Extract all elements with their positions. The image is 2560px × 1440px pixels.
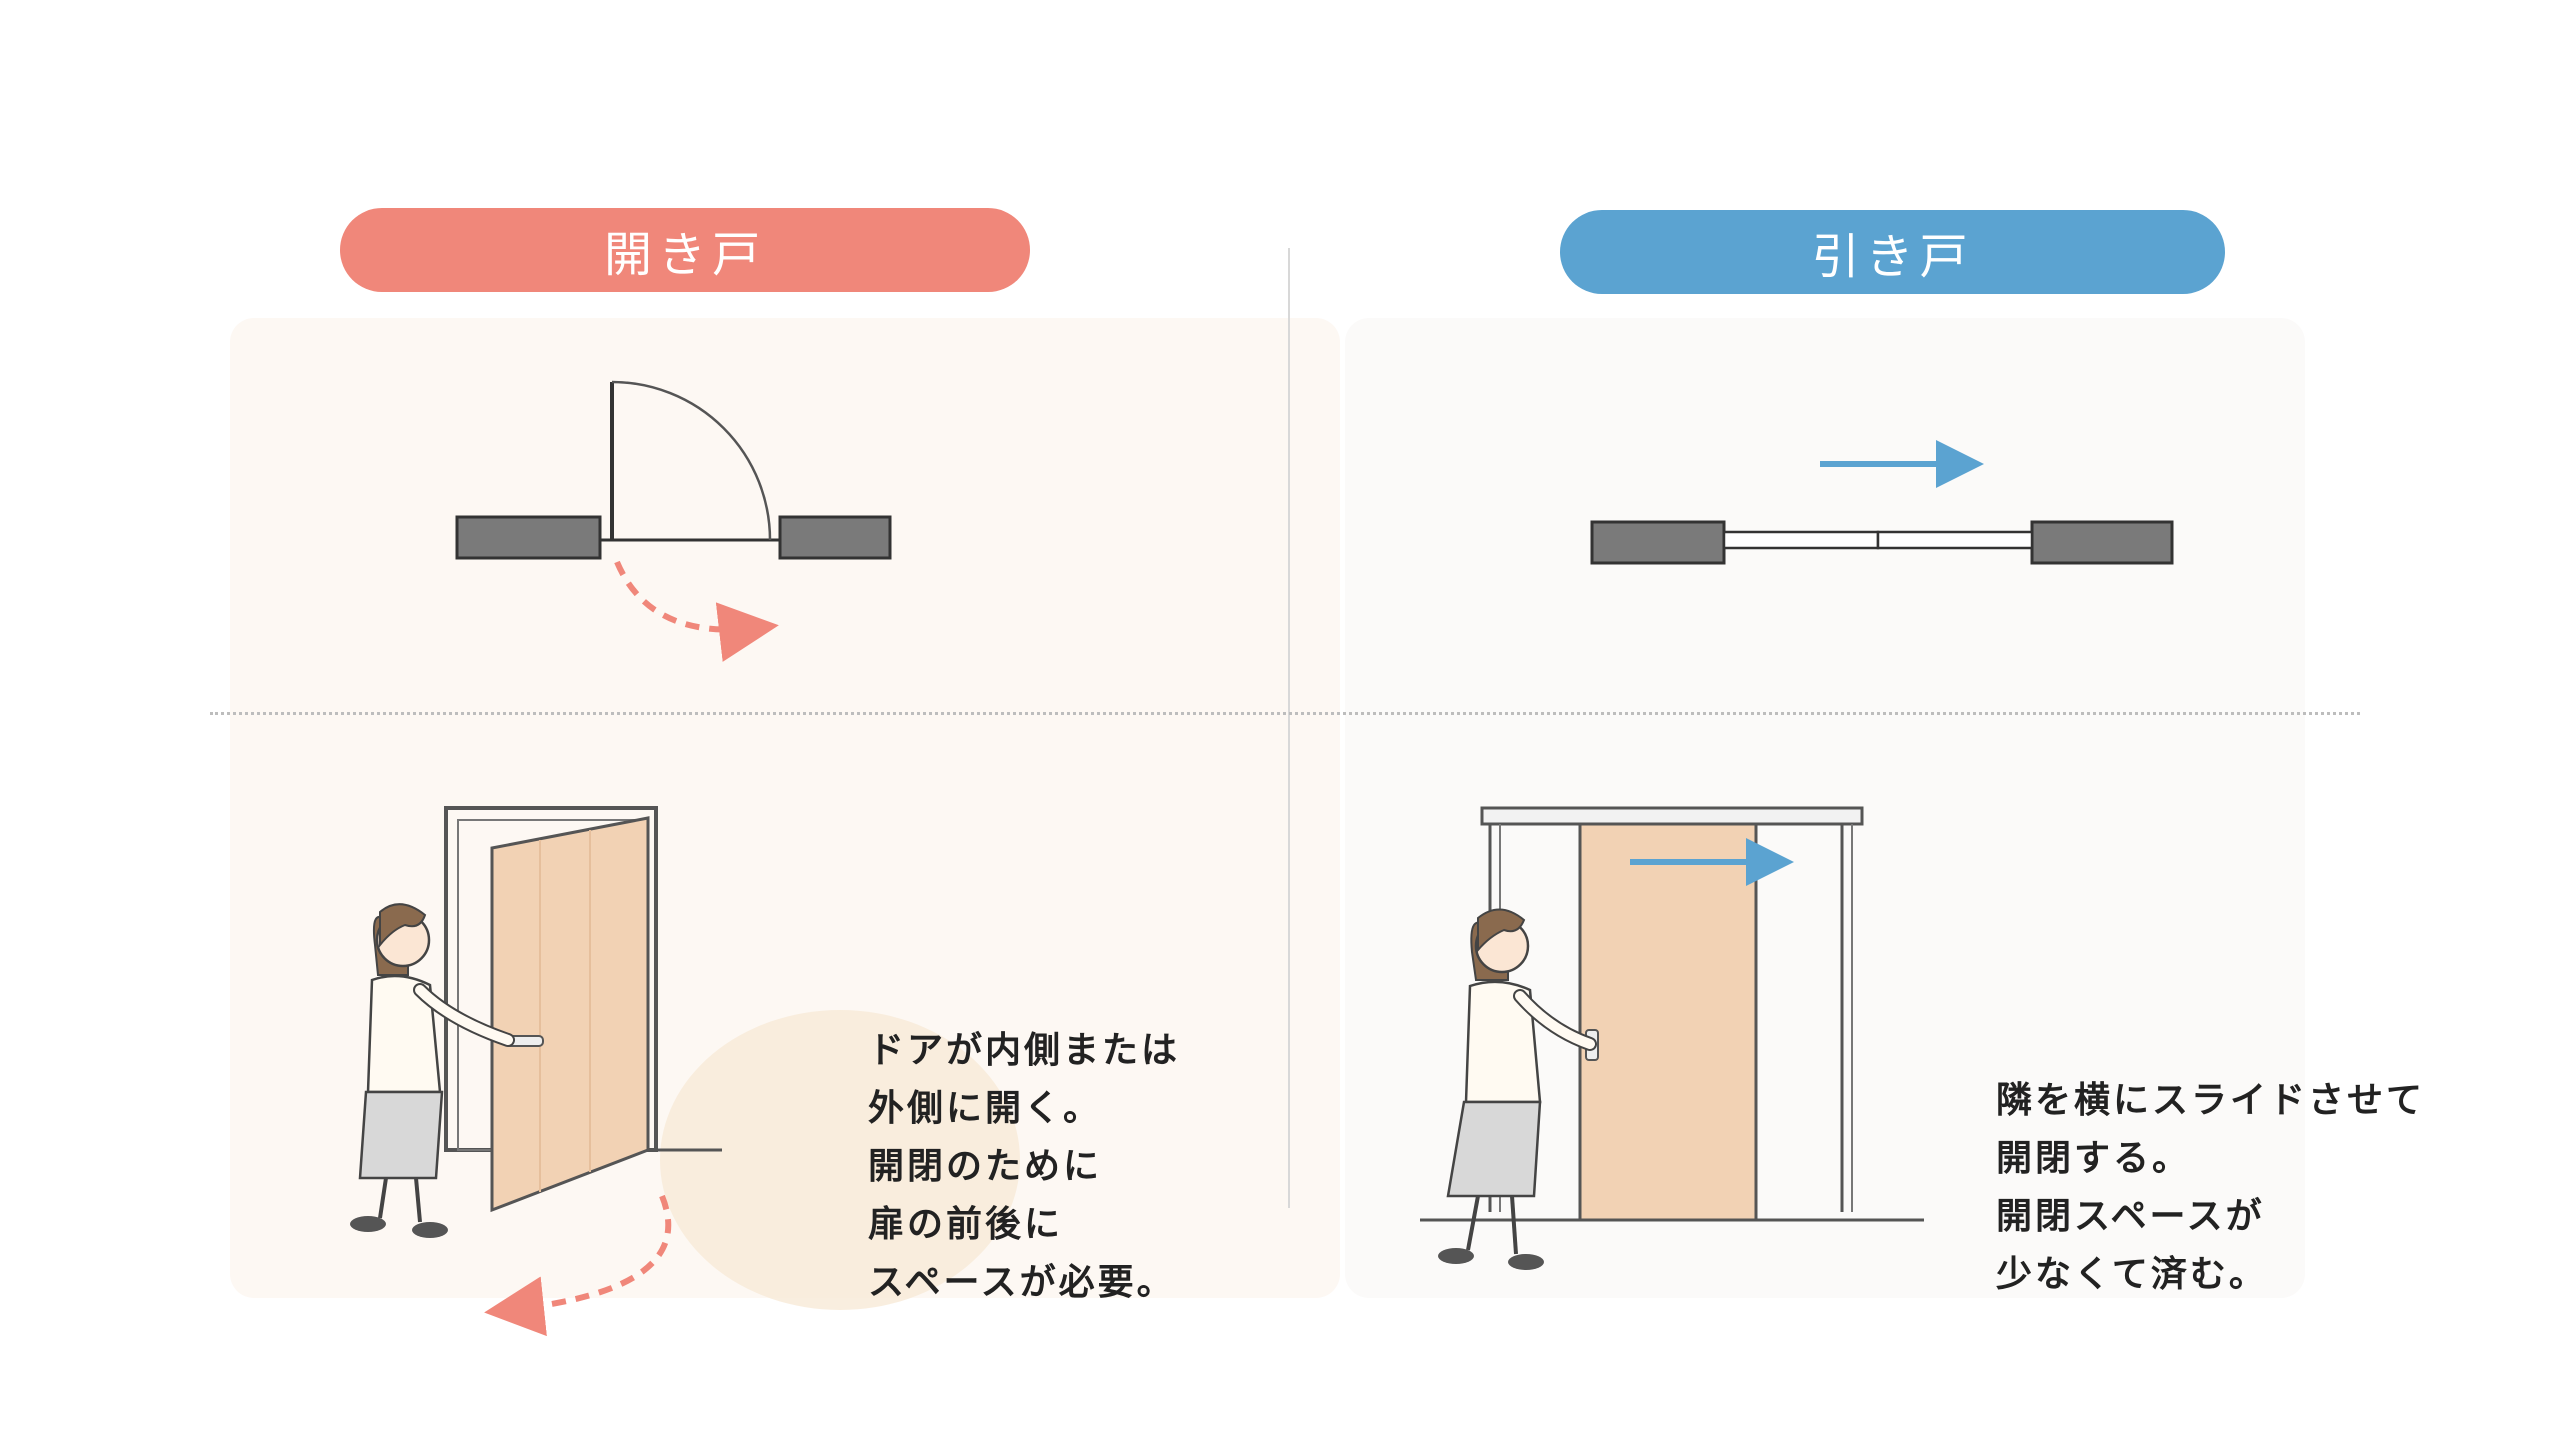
caption-line: 扉の前後に (868, 1204, 1064, 1245)
person-arm-fill (415, 985, 513, 1045)
rail-header (1480, 806, 1864, 826)
caption-line: 隣を横にスライドさせて (1996, 1080, 2426, 1121)
horizontal-divider (210, 712, 2360, 715)
caption-line: スペースが必要。 (868, 1262, 1176, 1303)
caption-line: 開閉する。 (1996, 1138, 2192, 1179)
person-leg (1510, 1195, 1518, 1255)
swing-arrow (614, 560, 779, 662)
person-arm-fill (1515, 991, 1595, 1049)
person-shoe (412, 1222, 448, 1238)
sliding-door-panel (1578, 822, 1758, 1222)
person-shoe (1438, 1248, 1474, 1264)
person-skirt (1446, 1100, 1542, 1198)
person-hair-top (1477, 908, 1526, 953)
person-torso (366, 974, 442, 1094)
person-hair-top (379, 903, 427, 948)
door-panel-a (1722, 530, 1880, 550)
open-door (490, 816, 650, 1213)
hinged-door-illustration (350, 806, 722, 1337)
sliding-door-title: 引き戸 (1560, 210, 2225, 294)
vertical-divider (1288, 248, 1290, 1208)
right-wall-segment (2030, 520, 2174, 565)
hinged-door-title: 開き戸 (340, 208, 1030, 292)
hinged-door-plan (455, 380, 892, 662)
person-leg (414, 1177, 422, 1223)
person-torso (1464, 980, 1542, 1104)
right-wall-segment (778, 515, 892, 560)
hinged-door-caption: ドアが内側または 外側に開く。 開閉のために 扉の前後に スペースが必要。 (868, 1022, 1180, 1312)
caption-line: 開閉スペースが (1996, 1196, 2265, 1237)
person-leg (378, 1177, 388, 1219)
caption-line: ドアが内側または (868, 1030, 1181, 1071)
left-wall-segment (455, 515, 602, 560)
floor-swing-arrow (484, 1194, 672, 1337)
caption-line: 外側に開く。 (868, 1088, 1103, 1129)
caption-line: 開閉のために (868, 1146, 1103, 1187)
person-leg (1466, 1195, 1480, 1251)
sliding-door-illustration (1420, 806, 1924, 1270)
left-floor-shadow (660, 1010, 1020, 1310)
person-shoe (350, 1216, 386, 1232)
left-wall-segment (1590, 520, 1726, 565)
sliding-door-plan (1590, 440, 2174, 565)
swing-arc (611, 380, 772, 541)
person-shoe (1508, 1254, 1544, 1270)
door-panel-b (1876, 530, 2034, 550)
person-skirt (358, 1090, 444, 1180)
sliding-door-caption: 隣を横にスライドさせて 開閉する。 開閉スペースが 少なくて済む。 (1996, 1072, 2425, 1304)
caption-line: 少なくて済む。 (1996, 1254, 2268, 1295)
